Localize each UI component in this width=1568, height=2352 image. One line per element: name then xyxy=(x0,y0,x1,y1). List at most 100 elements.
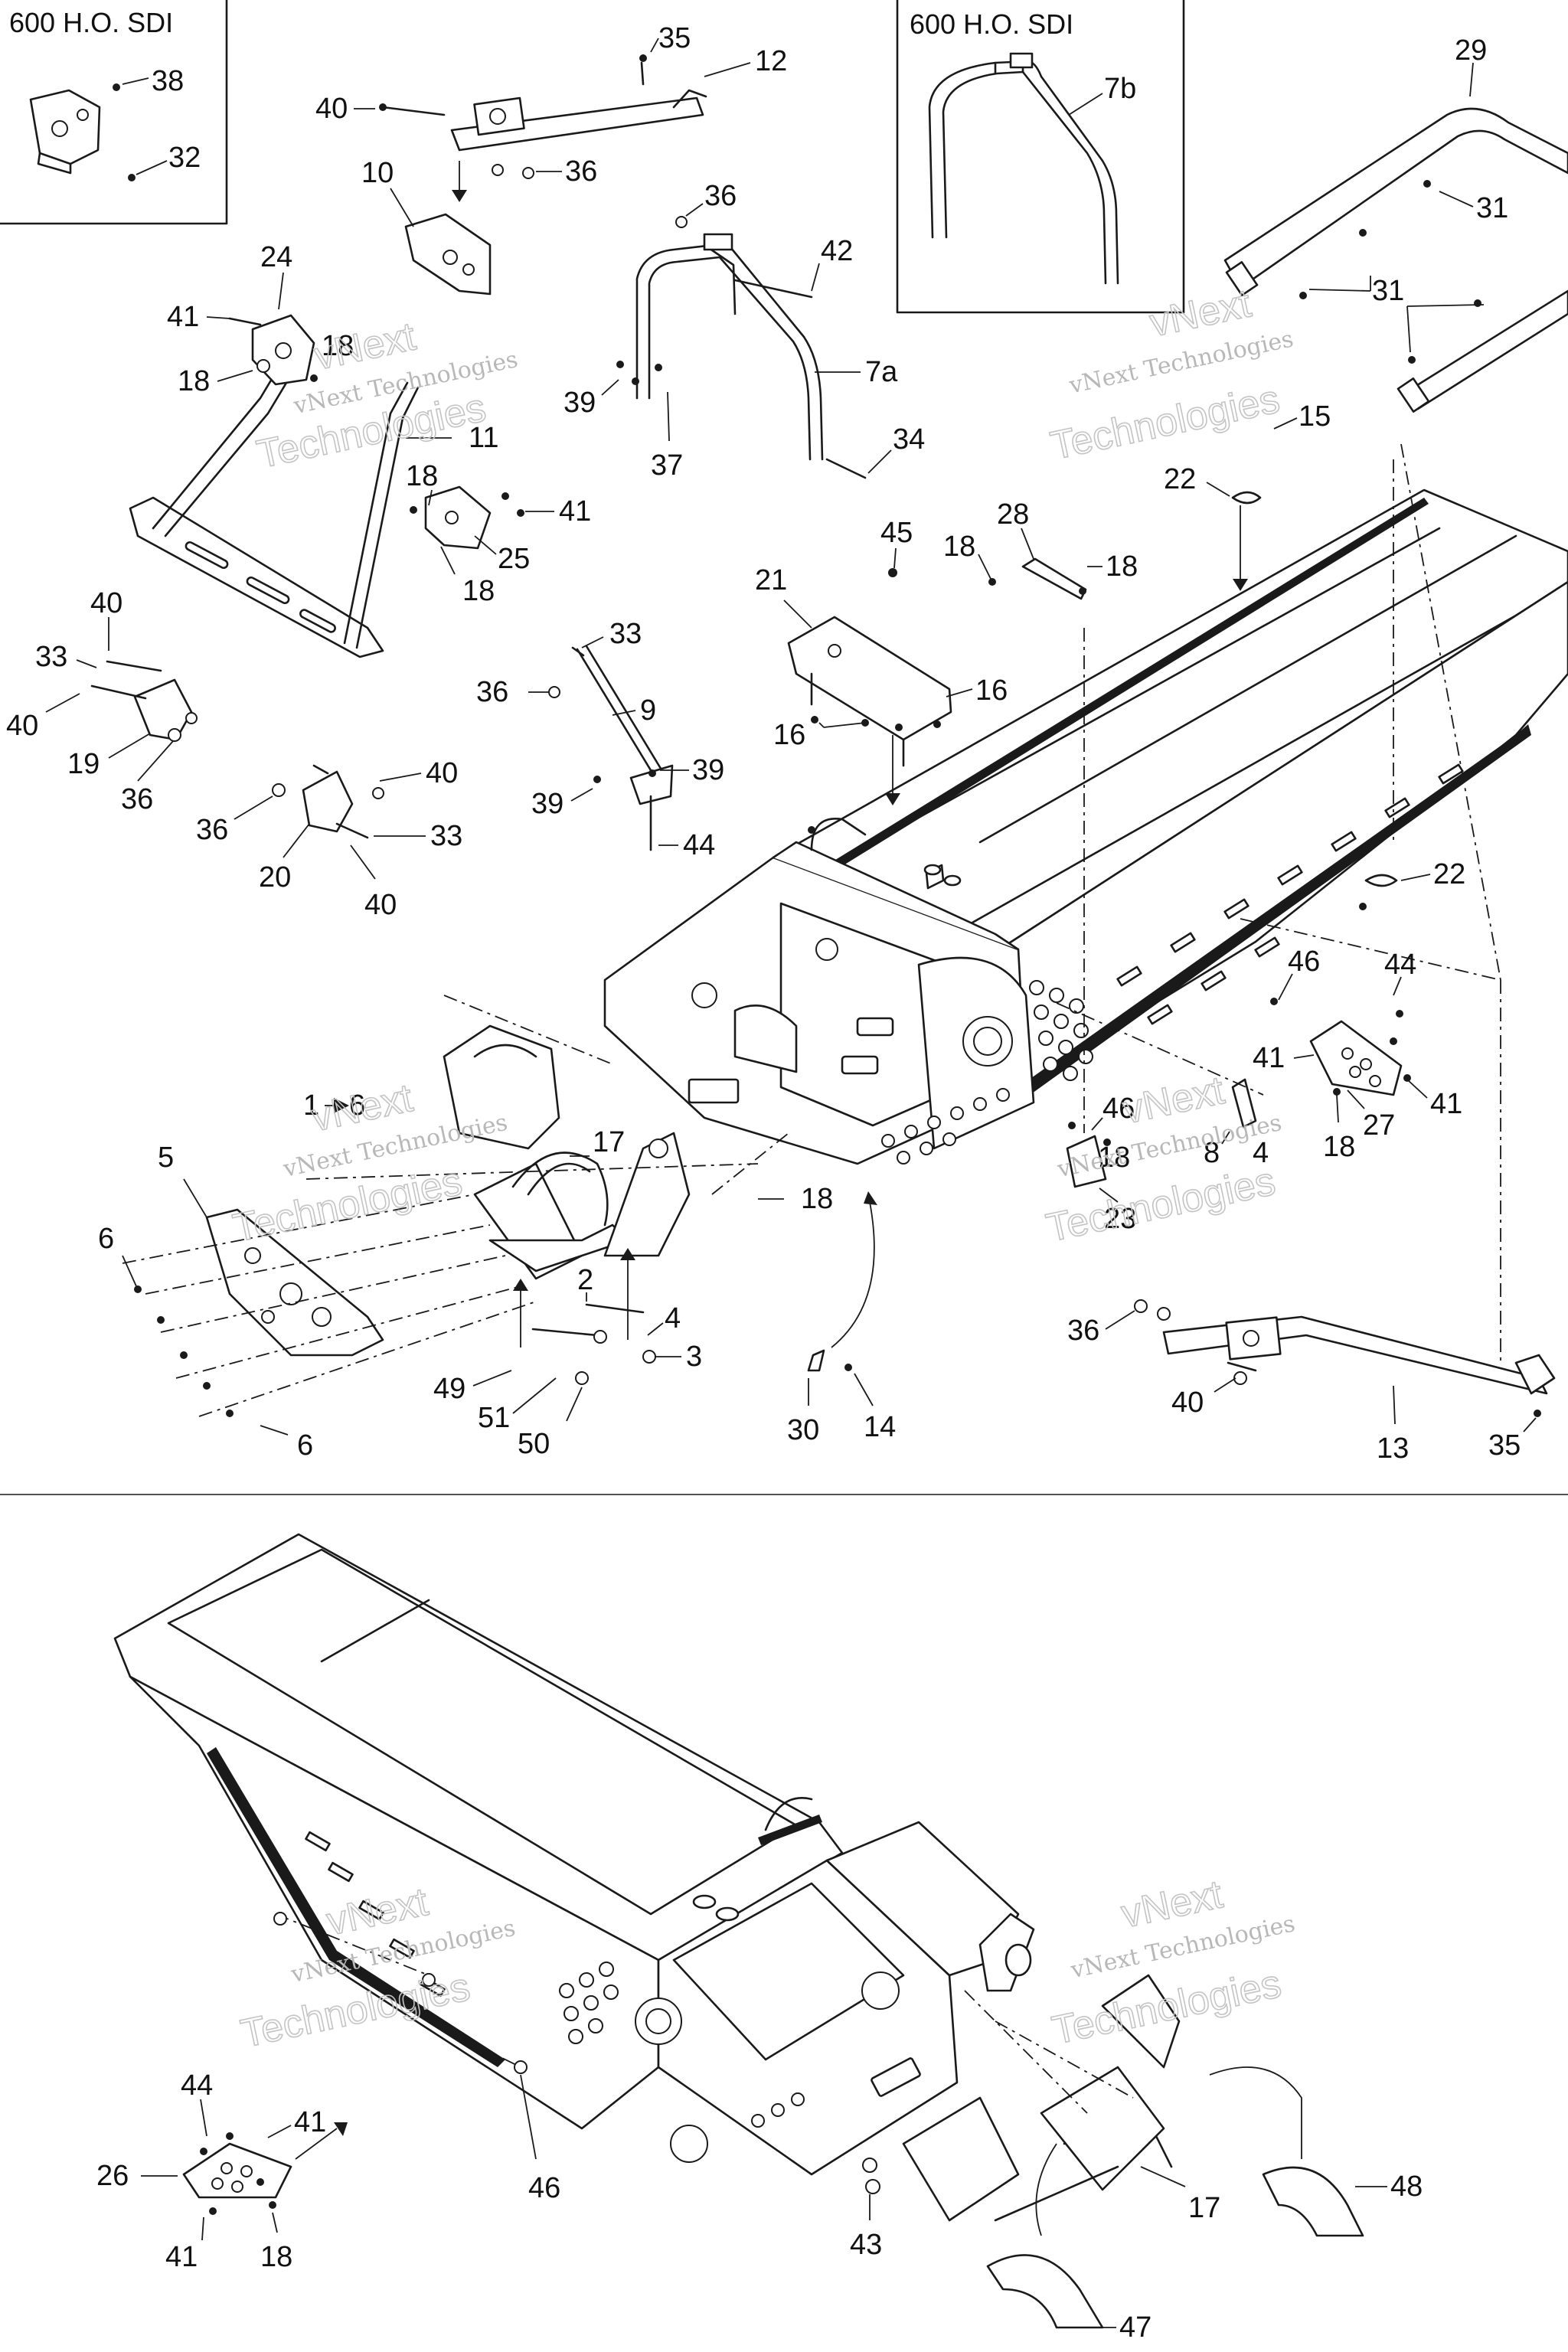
callout-46: 46 xyxy=(1102,1093,1135,1125)
callout-40: 40 xyxy=(6,710,38,742)
callout-41: 41 xyxy=(165,2241,198,2273)
callout-34: 34 xyxy=(893,423,925,456)
callout-43: 43 xyxy=(850,2229,882,2261)
callout-16: 16 xyxy=(975,675,1008,707)
callout-7b: 7b xyxy=(1104,73,1136,105)
perforated-plate-holes xyxy=(1029,980,1093,1081)
callout-36: 36 xyxy=(121,783,153,815)
upper-callouts: 35 12 40 36 10 36 42 7a 39 37 34 29 31 3… xyxy=(6,22,1537,1465)
part-17-mount xyxy=(511,1152,609,1227)
part-6-front-mount xyxy=(443,1024,691,1280)
callout-33: 33 xyxy=(35,641,67,673)
callout-18: 18 xyxy=(406,460,438,492)
callout-4: 4 xyxy=(665,1302,681,1334)
part-23 xyxy=(1066,1135,1107,1188)
callout-41: 41 xyxy=(1430,1088,1462,1120)
callout-11: 11 xyxy=(469,422,498,454)
callout-14: 14 xyxy=(864,1411,896,1443)
part-21-bracket xyxy=(787,616,952,767)
callout-45: 45 xyxy=(880,517,913,549)
callout-2: 2 xyxy=(577,1264,593,1296)
lower-alignment-lines xyxy=(275,1913,1302,2236)
callout-22: 22 xyxy=(1433,858,1465,890)
callout-33: 33 xyxy=(430,820,462,852)
callout-42: 42 xyxy=(821,235,853,267)
part-28 xyxy=(1021,557,1087,600)
callout-31: 31 xyxy=(1372,275,1404,307)
callout-18: 18 xyxy=(322,330,354,362)
callout-31: 31 xyxy=(1476,192,1508,224)
callout-51: 51 xyxy=(478,1402,510,1434)
callout-30: 30 xyxy=(787,1414,819,1446)
callout-17: 17 xyxy=(1188,2192,1220,2224)
part-22-right xyxy=(1364,874,1398,887)
lower-plate-holes xyxy=(559,1962,805,2128)
callout-29: 29 xyxy=(1455,34,1487,67)
hardware xyxy=(90,54,1541,1417)
part-22-top xyxy=(1231,491,1262,505)
callout-18: 18 xyxy=(801,1183,833,1215)
callout-17: 17 xyxy=(593,1126,625,1158)
part-48 xyxy=(1262,2166,1364,2237)
callout-36: 36 xyxy=(704,180,737,212)
part-7a-hoop xyxy=(635,233,824,461)
part-30 xyxy=(807,1349,825,1372)
callout-18: 18 xyxy=(260,2241,292,2273)
callout-6: 6 xyxy=(297,1429,313,1462)
callout-1: 1 xyxy=(303,1089,319,1122)
part-47 xyxy=(986,2254,1104,2329)
callout-12: 12 xyxy=(755,45,787,77)
part-13-lower-arm xyxy=(1162,1315,1556,1395)
callout-23: 23 xyxy=(1104,1203,1136,1235)
callout-18: 18 xyxy=(943,531,975,563)
callout-40: 40 xyxy=(426,757,458,789)
assembly-arrows xyxy=(325,161,1248,1348)
callout-39: 39 xyxy=(564,387,596,419)
callout-21: 21 xyxy=(755,564,787,596)
part-12-upper-arm xyxy=(450,89,707,152)
part-10-bracket xyxy=(404,213,492,296)
alignment-lines xyxy=(122,443,1501,1417)
callout-44: 44 xyxy=(1384,949,1416,981)
callout-18: 18 xyxy=(178,365,210,397)
inset-right: 600 H.O. SDI 7b xyxy=(896,0,1185,314)
callout-16: 16 xyxy=(773,719,805,751)
callout-10: 10 xyxy=(361,157,394,189)
part-25-bracket xyxy=(424,485,492,550)
inset-right-title: 600 H.O. SDI xyxy=(910,8,1073,40)
running-board-slots xyxy=(1116,763,1464,1025)
watermark-line3: Technologies xyxy=(230,1159,466,1251)
callout-35: 35 xyxy=(1488,1429,1521,1462)
part-19 xyxy=(133,678,193,741)
callout-7a: 7a xyxy=(865,356,898,388)
callout-8: 8 xyxy=(1204,1137,1220,1169)
callout-6: 6 xyxy=(98,1223,114,1255)
inset-left-title: 600 H.O. SDI xyxy=(9,7,173,38)
part-5-plate xyxy=(205,1208,384,1357)
callout-39: 39 xyxy=(531,788,564,820)
callout-24: 24 xyxy=(260,241,292,273)
callout-3: 3 xyxy=(686,1341,702,1373)
callout-33: 33 xyxy=(609,618,642,650)
callout-22: 22 xyxy=(1164,463,1196,495)
callout-20: 20 xyxy=(259,861,291,893)
callout-6: 6 xyxy=(349,1089,365,1122)
callout-5: 5 xyxy=(158,1142,174,1174)
callout-41: 41 xyxy=(1253,1042,1285,1074)
belly-pan-holes xyxy=(881,1088,1010,1165)
callout-18: 18 xyxy=(462,575,495,607)
callout-28: 28 xyxy=(997,498,1029,531)
part-26-footrest xyxy=(182,2142,292,2199)
callout-39: 39 xyxy=(692,754,724,786)
callout-4: 4 xyxy=(1253,1137,1269,1169)
callout-40: 40 xyxy=(315,93,348,125)
part-29-rail xyxy=(1223,107,1568,413)
callout-25: 25 xyxy=(498,543,530,575)
main-chassis-upper xyxy=(603,488,1568,1165)
callout-44: 44 xyxy=(683,829,715,861)
callout-15: 15 xyxy=(1298,400,1331,433)
callout-40: 40 xyxy=(1171,1387,1204,1419)
callout-13: 13 xyxy=(1377,1432,1409,1465)
callout-9: 9 xyxy=(640,694,656,727)
